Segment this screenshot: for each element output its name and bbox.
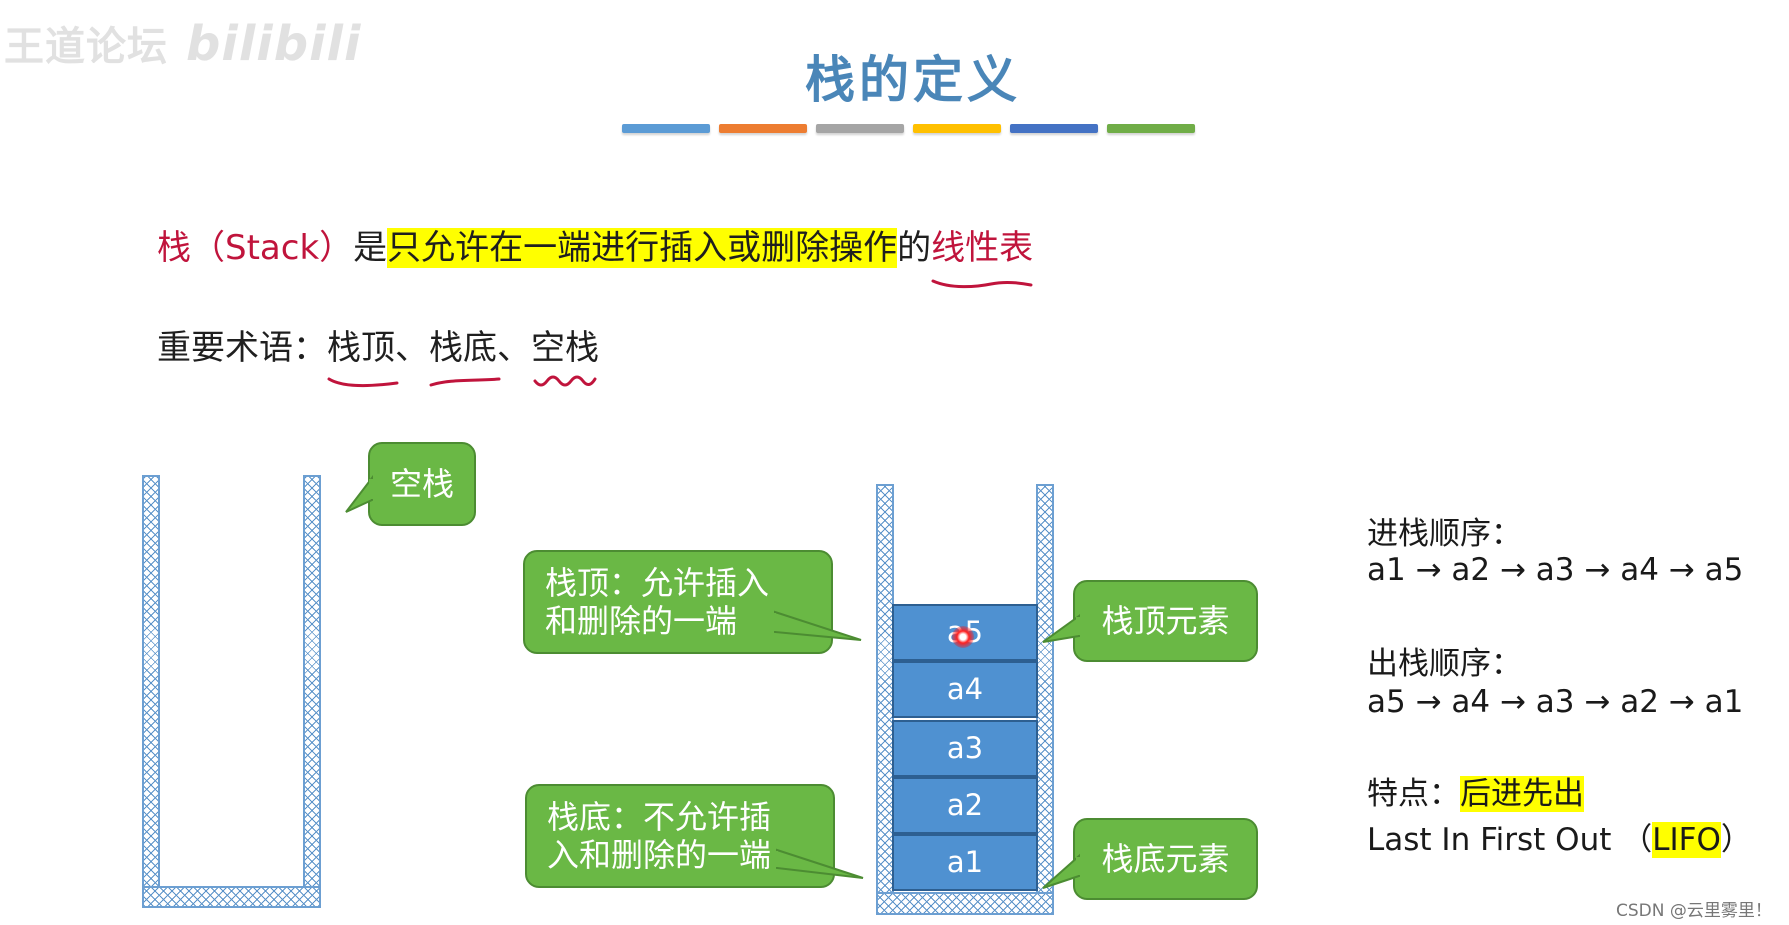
top-label-line2: 和删除的一端	[545, 602, 738, 640]
empty-stack-right-wall	[303, 475, 321, 908]
term-top-text: 栈顶	[327, 328, 395, 368]
stack-right-wall	[1036, 484, 1054, 915]
lifo-abbr: LIFO	[1652, 822, 1721, 858]
pop-order-label: 出栈顺序：	[1367, 646, 1522, 682]
stack-term: 栈（Stack）	[157, 228, 354, 268]
watermark: 王道论坛 bilibili	[4, 14, 361, 72]
term-bottom: 栈底	[429, 320, 501, 387]
definition-particle: 的	[897, 228, 932, 268]
stack-cell: a3	[892, 720, 1038, 777]
linear-list-text: 线性表	[931, 228, 1034, 268]
top-element-label: 栈顶元素	[1101, 602, 1230, 640]
lifo-english: Last In First Out （	[1367, 822, 1653, 858]
feature-line: 特点：后进先出	[1367, 768, 1584, 813]
definition-line: 栈（Stack）是只允许在一端进行插入或删除操作的线性表	[157, 220, 1034, 289]
color-bar	[719, 124, 807, 133]
terms-prefix: 重要术语：	[157, 328, 327, 368]
bottom-callout: 栈底：不允许插 入和删除的一端	[525, 784, 864, 888]
definition-verb: 是	[353, 228, 388, 268]
bottom-label-line1: 栈底：不允许插	[547, 798, 772, 836]
top-callout: 栈顶：允许插入 和删除的一端	[523, 550, 862, 654]
term-bottom-text: 栈底	[429, 328, 497, 368]
term-separator: 、	[497, 328, 531, 368]
color-bar	[816, 124, 904, 133]
color-bar	[1010, 124, 1098, 133]
bilibili-logo: bilibili	[186, 16, 362, 72]
stack-cell: a4	[892, 661, 1038, 718]
stack-cell: a2	[892, 777, 1038, 834]
bottom-element-label: 栈底元素	[1101, 840, 1230, 878]
lifo-close: ）	[1720, 822, 1752, 858]
stack-cell-bottom: a1	[892, 834, 1038, 891]
csdn-credit: CSDN @云里雾里！	[1616, 901, 1772, 921]
empty-stack-callout: 空栈	[345, 442, 476, 526]
term-top: 栈顶	[327, 320, 399, 388]
title-color-bars	[622, 124, 1195, 133]
feature-label: 特点：	[1367, 776, 1460, 812]
term-empty-text: 空栈	[531, 328, 599, 368]
handwritten-underline	[327, 377, 399, 388]
pop-order-sequence: a5 → a4 → a3 → a2 → a1	[1367, 684, 1744, 720]
empty-stack-bottom	[142, 886, 321, 908]
pointer-dot-icon	[952, 626, 974, 648]
empty-stack-label: 空栈	[389, 465, 454, 503]
watermark-text: 王道论坛	[4, 24, 168, 70]
term-separator: 、	[395, 328, 429, 368]
push-order-label: 进栈顺序：	[1367, 516, 1522, 552]
handwritten-wavy-underline	[533, 375, 597, 387]
linear-list-term: 线性表	[931, 220, 1034, 289]
top-label-line1: 栈顶：允许插入	[545, 564, 770, 602]
callout-tail	[1042, 614, 1080, 643]
bottom-element-callout: 栈底元素	[1042, 818, 1258, 900]
stack-bottom	[876, 892, 1054, 915]
term-empty: 空栈	[531, 320, 599, 387]
terms-line: 重要术语：栈顶、栈底、空栈	[157, 320, 599, 388]
handwritten-underline	[931, 279, 1033, 289]
definition-highlight: 只允许在一端进行插入或删除操作	[387, 228, 898, 268]
top-element-callout: 栈顶元素	[1042, 580, 1258, 662]
callout-tail	[774, 848, 864, 879]
color-bar	[913, 124, 1001, 133]
slide-title: 栈的定义	[805, 51, 1021, 109]
empty-stack-left-wall	[142, 475, 160, 908]
bottom-label-line2: 入和删除的一端	[547, 836, 772, 874]
color-bar	[622, 124, 710, 133]
handwritten-underline	[429, 377, 501, 387]
callout-tail	[772, 610, 862, 641]
feature-value: 后进先出	[1460, 776, 1584, 812]
lifo-line: Last In First Out （LIFO）	[1367, 814, 1752, 859]
push-order-sequence: a1 → a2 → a3 → a4 → a5	[1367, 552, 1744, 588]
callout-tail	[1042, 853, 1080, 889]
callout-tail	[345, 475, 373, 513]
color-bar	[1107, 124, 1195, 133]
